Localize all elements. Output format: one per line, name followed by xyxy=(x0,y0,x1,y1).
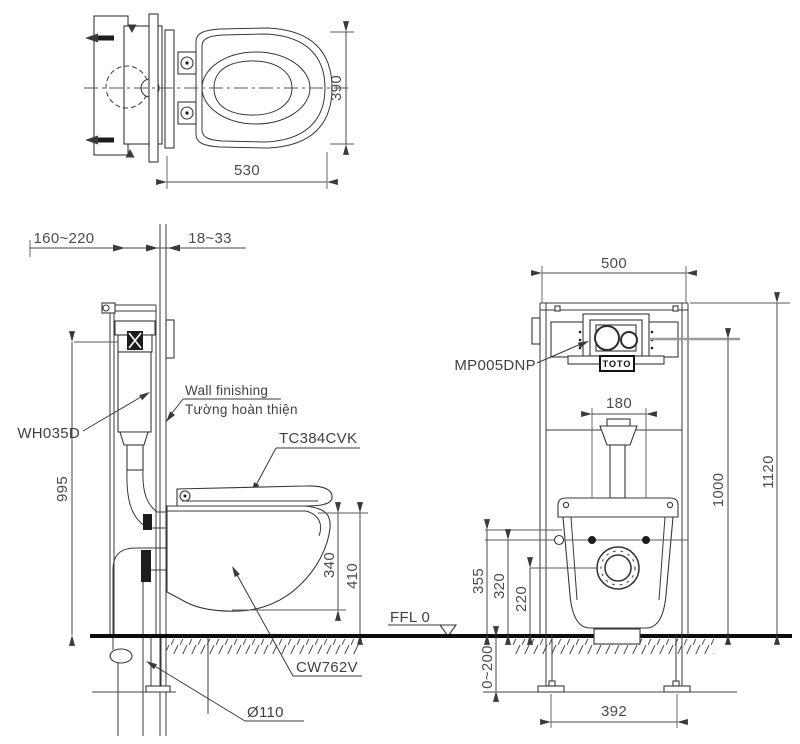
label-seat: TC384CVK xyxy=(251,430,360,493)
dim-160-220-label: 160~220 xyxy=(34,230,95,247)
dim-390-label: 390 xyxy=(328,75,345,101)
flush-button-small xyxy=(620,331,638,349)
label-flush-plate: MP005DNP xyxy=(454,341,589,374)
soil-pipe-side xyxy=(109,547,209,736)
flush-plate-side xyxy=(165,319,175,359)
fixing-bolt-top xyxy=(85,33,114,43)
soil-outlet-front xyxy=(530,546,640,590)
seat-lid-outline xyxy=(195,27,333,149)
tank-model-label: WH035D xyxy=(17,425,80,442)
dim-1120-label: 1120 xyxy=(760,455,777,488)
floor xyxy=(90,634,792,654)
dim-connection-heights: 355 320 220 xyxy=(470,519,533,645)
plan-view: 390 530 xyxy=(84,13,354,189)
dim-1000-label: 1000 xyxy=(710,473,727,508)
dim-340-label: 340 xyxy=(321,552,338,578)
dim-500-label: 500 xyxy=(601,255,627,272)
frame-foot-side xyxy=(145,685,171,693)
dim-530-label: 530 xyxy=(234,162,260,179)
clamp-arrow-top xyxy=(127,24,137,33)
dim-0-200-label: 0~200 xyxy=(479,645,496,689)
flush-button-large xyxy=(594,325,620,351)
dim-frame-depth: 160~220 18~33 xyxy=(29,230,246,257)
fixing-bolt-right xyxy=(642,536,650,544)
dim-355-label: 355 xyxy=(470,568,487,594)
ffl-label: FFL 0 xyxy=(390,609,430,626)
wall-finishing-vi: Tường hoàn thiện xyxy=(185,402,298,417)
mounting-plate-plan xyxy=(164,29,175,149)
dim-392-label: 392 xyxy=(601,703,627,720)
fixing-bolt-left xyxy=(588,536,596,544)
seat-lid-side xyxy=(176,485,333,507)
dim-18-33-label: 18~33 xyxy=(188,230,232,247)
bowl-model-label: CW762V xyxy=(296,659,358,676)
concealed-cistern-side xyxy=(114,320,166,530)
wall-finishing-en: Wall finishing xyxy=(185,383,268,398)
floor-level-marker: FFL 0 xyxy=(388,609,458,637)
bowl-rear-front xyxy=(562,516,674,629)
toto-logo-box xyxy=(599,355,635,372)
toto-logo: TOTO xyxy=(603,359,632,369)
label-tank: WH035D xyxy=(17,392,150,442)
dim-foot-span: 392 xyxy=(540,694,688,728)
cistern-front xyxy=(557,497,679,518)
flush-plate-model-label: MP005DNP xyxy=(454,357,536,374)
dim-seat-length: 530 xyxy=(156,152,338,189)
note-wall-finishing: Wall finishing Tường hoàn thiện xyxy=(166,383,298,422)
seat-model-label: TC384CVK xyxy=(279,430,357,447)
dim-180-label: 180 xyxy=(606,395,632,412)
frame-legs xyxy=(483,628,737,693)
side-view: 160~220 18~33 xyxy=(17,224,458,736)
dim-frame-width: 500 xyxy=(531,255,697,303)
dim-seat-width: 390 xyxy=(328,21,354,155)
drain-diameter-label: Ø110 xyxy=(247,704,284,721)
fixing-bolt-bottom xyxy=(85,135,114,145)
bowl-side xyxy=(166,505,331,612)
clamp-arrow-bottom xyxy=(125,149,135,158)
flush-plate-assembly: TOTO xyxy=(550,313,679,372)
dim-bolt-spacing: 180 xyxy=(581,395,657,540)
dim-220-label: 220 xyxy=(513,586,530,612)
dim-bowl-heights: 340 410 xyxy=(232,502,368,645)
dim-320-label: 320 xyxy=(491,573,508,599)
floor-hatch-right xyxy=(512,639,714,654)
floor-hatch-left xyxy=(166,639,362,654)
frame-foot-left xyxy=(537,685,565,693)
dim-tank-height: 995 xyxy=(54,331,118,646)
label-drain-pipe: Ø110 xyxy=(146,661,304,722)
dim-leg-adjust: 0~200 xyxy=(479,626,499,702)
dim-410-label: 410 xyxy=(344,563,361,589)
dim-995-label: 995 xyxy=(54,476,71,502)
front-view: TOTO MP005DNP 500 180 xyxy=(454,255,790,728)
flush-pipe-front xyxy=(599,418,638,499)
dim-frame-heights: 1000 1120 xyxy=(690,292,790,645)
label-bowl: CW762V xyxy=(232,566,362,677)
frame-foot-right xyxy=(663,685,691,693)
